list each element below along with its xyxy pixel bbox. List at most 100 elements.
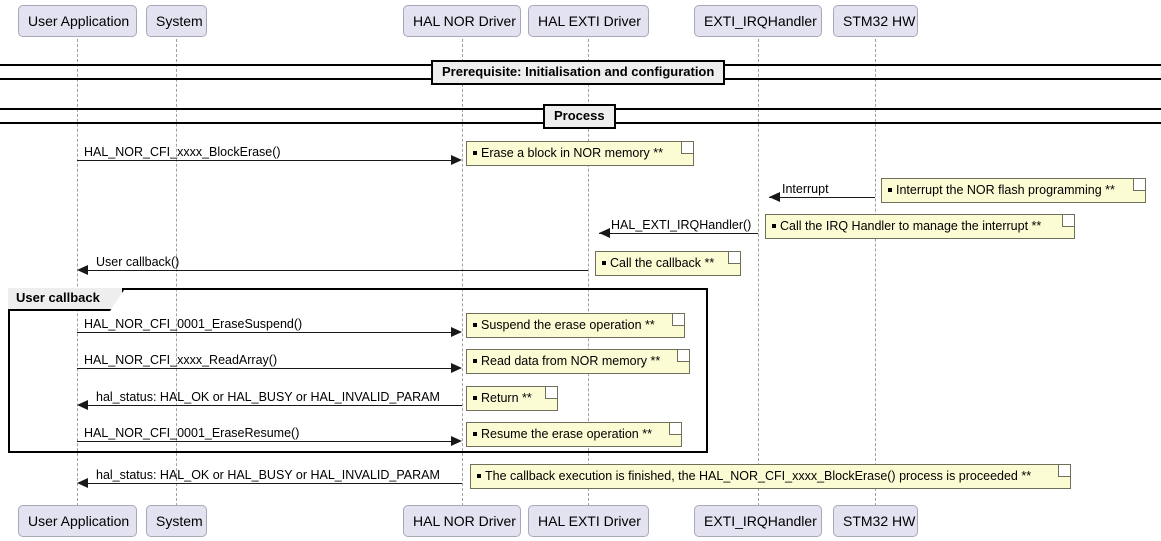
participant-system-top[interactable]: System [146,5,207,37]
note-fold-corner [672,314,684,326]
message-line-block-erase-return [88,483,462,484]
arrow-head-block-erase [451,155,462,165]
participant-user-application-bottom[interactable]: User Application [18,505,137,537]
arrow-head-read-array-return [77,400,88,410]
divider-text: Prerequisite: Initialisation and configu… [442,64,715,79]
arrow-head-block-erase-return [77,478,88,488]
note-bullet-icon [477,473,481,478]
arrow-head-erase-suspend [451,327,462,337]
message-label-interrupt: Interrupt [782,182,829,196]
note-bullet-icon [473,358,477,363]
group-tab-text: User callback [16,290,100,305]
note-call-irq-handler: Call the IRQ Handler to manage the inter… [765,214,1075,239]
note-fold-corner [1058,465,1070,477]
participant-system-bottom[interactable]: System [146,505,207,537]
arrow-head-interrupt [769,192,780,202]
participant-hal-exti-driver-bottom[interactable]: HAL EXTI Driver [528,505,649,537]
note-text: Erase a block in NOR memory ** [481,146,664,160]
note-fold-corner [669,423,681,435]
note-callback-finished: The callback execution is finished, the … [470,464,1071,489]
lifeline-hal-exti [588,34,589,506]
note-read-data: Read data from NOR memory ** [466,349,690,374]
participant-label: HAL NOR Driver [413,13,516,29]
participant-label: EXTI_IRQHandler [704,13,817,29]
message-line-block-erase [77,160,451,161]
participant-stm32-hw-bottom[interactable]: STM32 HW [833,505,918,537]
participant-label: HAL EXTI Driver [538,13,641,29]
message-text: hal_status: HAL_OK or HAL_BUSY or HAL_IN… [96,390,440,404]
participant-hal-nor-driver-top[interactable]: HAL NOR Driver [403,5,521,37]
message-line-read-array [77,368,451,369]
message-label-erase-suspend: HAL_NOR_CFI_0001_EraseSuspend() [84,317,302,331]
participant-label: HAL EXTI Driver [538,513,641,529]
note-text: Suspend the erase operation ** [481,318,655,332]
note-bullet-icon [473,431,477,436]
message-text: hal_status: HAL_OK or HAL_BUSY or HAL_IN… [96,468,440,482]
note-bullet-icon [473,322,477,327]
message-line-read-array-return [88,405,462,406]
note-text: Return ** [481,391,532,405]
note-text: Read data from NOR memory ** [481,354,661,368]
divider-label-process: Process [543,104,616,129]
participant-label: User Application [28,513,130,529]
participant-label: User Application [28,13,130,29]
message-label-hal-exti-irqhandler: HAL_EXTI_IRQHandler() [611,218,751,232]
group-frame-user-callback [8,288,708,453]
message-text: HAL_NOR_CFI_0001_EraseResume() [84,426,300,440]
message-line-interrupt [769,197,875,198]
message-label-read-array-return: hal_status: HAL_OK or HAL_BUSY or HAL_IN… [96,390,440,404]
lifeline-stm32-hw [875,34,876,506]
divider-text: Process [554,108,605,123]
participant-label: System [156,513,203,529]
message-text: HAL_EXTI_IRQHandler() [611,218,752,232]
message-line-user-callback [88,270,588,271]
note-suspend-erase: Suspend the erase operation ** [466,313,685,338]
message-line-erase-resume [77,441,451,442]
participant-label: STM32 HW [843,513,916,529]
note-erase-a-block: Erase a block in NOR memory ** [466,141,694,166]
message-label-block-erase: HAL_NOR_CFI_xxxx_BlockErase() [84,145,281,159]
note-fold-corner [728,252,740,264]
note-bullet-icon [888,187,892,192]
message-text: HAL_NOR_CFI_xxxx_ReadArray() [84,353,278,367]
note-text: Call the IRQ Handler to manage the inter… [780,219,1042,233]
note-bullet-icon [602,260,606,265]
message-label-user-callback: User callback() [96,255,179,269]
arrow-head-read-array [451,363,462,373]
participant-hal-exti-driver-top[interactable]: HAL EXTI Driver [528,5,649,37]
note-bullet-icon [473,150,477,155]
message-label-erase-resume: HAL_NOR_CFI_0001_EraseResume() [84,426,299,440]
participant-label: System [156,13,203,29]
note-text: The callback execution is finished, the … [485,469,1032,483]
note-bullet-icon [473,395,477,400]
group-label-user-callback: User callback [8,288,124,311]
participant-stm32-hw-top[interactable]: STM32 HW [833,5,918,37]
arrow-head-erase-resume [451,436,462,446]
message-text: HAL_NOR_CFI_0001_EraseSuspend() [84,317,303,331]
participant-user-application-top[interactable]: User Application [18,5,137,37]
message-line-hal-exti-irqhandler [599,233,758,234]
participant-exti-irqhandler-top[interactable]: EXTI_IRQHandler [694,5,822,37]
participant-label: EXTI_IRQHandler [704,513,817,529]
participant-label: STM32 HW [843,13,916,29]
note-interrupt-nor-flash: Interrupt the NOR flash programming ** [881,178,1146,203]
message-text: User callback() [96,255,180,269]
note-text: Call the callback ** [610,256,715,270]
note-bullet-icon [772,223,776,228]
note-resume-erase: Resume the erase operation ** [466,422,682,447]
participant-exti-irqhandler-bottom[interactable]: EXTI_IRQHandler [694,505,822,537]
arrow-head-hal-exti-irqhandler [599,228,610,238]
note-fold-corner [545,387,557,399]
note-call-the-callback: Call the callback ** [595,251,741,276]
participant-hal-nor-driver-bottom[interactable]: HAL NOR Driver [403,505,521,537]
message-label-block-erase-return: hal_status: HAL_OK or HAL_BUSY or HAL_IN… [96,468,440,482]
note-text: Resume the erase operation ** [481,427,652,441]
message-label-read-array: HAL_NOR_CFI_xxxx_ReadArray() [84,353,277,367]
note-return: Return ** [466,386,558,411]
participant-label: HAL NOR Driver [413,513,516,529]
divider-label-prerequisite: Prerequisite: Initialisation and configu… [431,60,726,85]
note-fold-corner [677,350,689,362]
note-fold-corner [1133,179,1145,191]
lifeline-irq [758,34,759,506]
